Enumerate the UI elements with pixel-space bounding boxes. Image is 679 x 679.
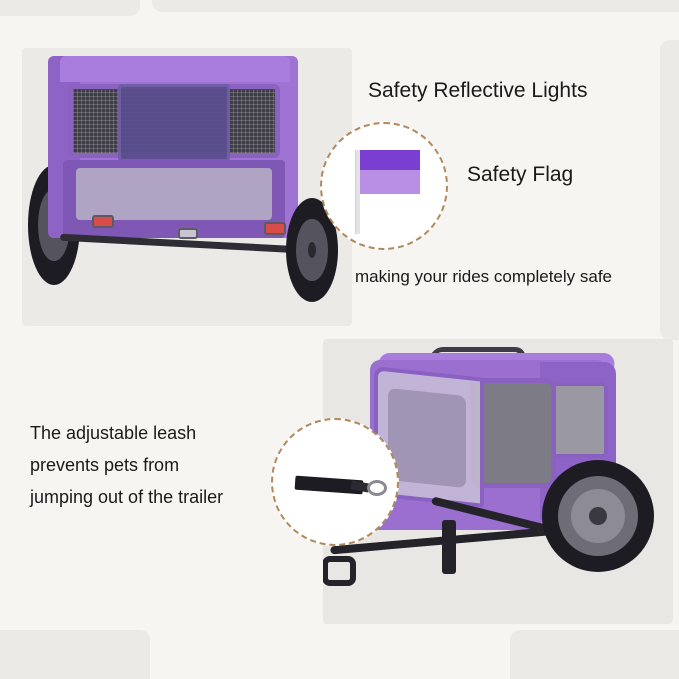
trailer-roof [60, 56, 290, 82]
safety-flag-callout [320, 122, 448, 250]
trailer2-support-post [442, 520, 456, 574]
photo-trailer-rear-view [22, 48, 352, 326]
trailer2-front-cover-inner [388, 387, 466, 489]
trailer-inner-flap [118, 84, 230, 162]
background-block-bottom-left [0, 630, 150, 679]
flag-pole [355, 150, 360, 234]
reflector-center [178, 228, 198, 239]
label-reflective-lights: Safety Reflective Lights [368, 79, 588, 102]
reflector-left [92, 215, 114, 228]
leash-clip-ring [367, 480, 387, 496]
trailer2-hitch-coupler [323, 556, 356, 586]
trailer-lower-window [76, 168, 272, 220]
label-adjustable-leash: The adjustable leash prevents pets from … [30, 417, 290, 513]
background-block-top-left [0, 0, 140, 16]
reflector-right [264, 222, 286, 235]
flag-cloth-lower [358, 170, 420, 194]
adjustable-leash-callout [271, 418, 399, 546]
background-block-mid-right [660, 40, 679, 340]
label-safety-flag: Safety Flag [467, 163, 574, 186]
trailer2-wheel [542, 460, 654, 572]
leash-line-1: The adjustable leash [30, 423, 197, 443]
leash-line-3: jumping out of the trailer [30, 487, 224, 507]
leash-line-2: prevents pets from [30, 455, 180, 475]
background-block-top-right [152, 0, 679, 12]
wheel-hub [589, 507, 607, 525]
label-tagline: making your rides completely safe [355, 267, 613, 286]
background-block-bottom-right [510, 630, 679, 679]
trailer2-rear-mesh [548, 382, 608, 458]
